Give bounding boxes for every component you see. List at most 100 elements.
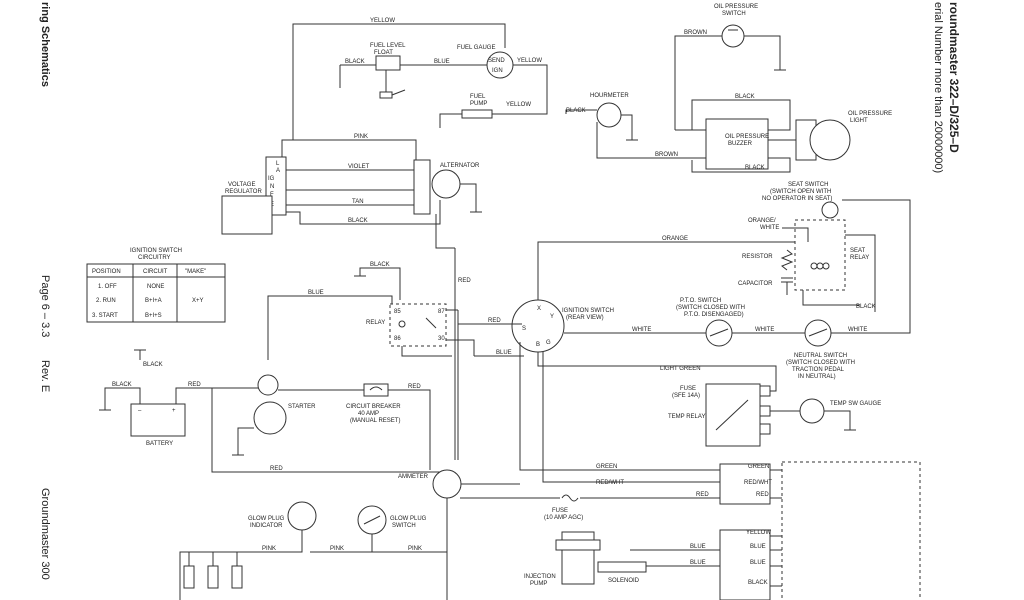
svg-text:B: B (536, 342, 540, 348)
serial-subtitle: erial Number more than 20000000) (932, 2, 944, 173)
svg-text:GLOW PLUG: GLOW PLUG (390, 516, 427, 522)
svg-text:OIL PRESSURE: OIL PRESSURE (725, 134, 769, 140)
hourmeter: HOURMETER BLACK BROWN (565, 93, 680, 159)
svg-text:SEAT SWITCH: SEAT SWITCH (788, 182, 828, 188)
svg-text:INJECTION: INJECTION (524, 574, 556, 580)
seat-switch-relay: SEAT SWITCH (SWITCH OPEN WITH NO OPERATO… (738, 182, 876, 312)
svg-text:TRACTION PEDAL: TRACTION PEDAL (792, 367, 845, 373)
svg-text:RESISTOR: RESISTOR (742, 254, 773, 260)
fuel-circuit: YELLOW FUEL LEVEL FLOAT BLACK BLUE FUEL … (292, 18, 548, 128)
svg-text:RELAY: RELAY (850, 255, 869, 261)
oil-pressure-circuit: OIL PRESSURE SWITCH BROWN OIL PRESSURE B… (674, 4, 892, 173)
svg-text:LIGHT GREEN: LIGHT GREEN (660, 366, 701, 372)
circuit-breaker: CIRCUIT BREAKER 40 AMP (MANUAL RESET) RE… (346, 383, 431, 470)
glow-plug-circuit: GLOW PLUG INDICATOR GLOW PLUG SWITCH PIN… (179, 501, 447, 600)
svg-text:BLUE: BLUE (496, 350, 512, 356)
footer-model-title: Groundmaster 300 (39, 488, 51, 580)
table-cell: B+I+A (145, 298, 162, 304)
svg-text:RED: RED (458, 278, 471, 284)
svg-text:BLACK: BLACK (856, 304, 876, 310)
right-side-labels: roundmaster 322–D/325–D erial Number mor… (932, 2, 961, 173)
svg-text:GREEN: GREEN (748, 464, 769, 470)
svg-text:RELAY: RELAY (366, 320, 385, 326)
svg-text:30: 30 (438, 336, 445, 342)
left-section-title: ring Schematics (39, 2, 51, 87)
pto-switch: P.T.O. SWITCH (SWITCH CLOSED WITH P.T.O.… (676, 298, 745, 347)
svg-text:87: 87 (438, 309, 445, 315)
svg-text:AMMETER: AMMETER (398, 474, 429, 480)
svg-text:BLUE: BLUE (750, 560, 766, 566)
battery: BLACK BATTERY – + BLACK RED (99, 349, 260, 447)
page-number: Page 6 – 3.3 (39, 275, 51, 337)
svg-text:PINK: PINK (262, 546, 276, 552)
svg-text:(SWITCH CLOSED WITH: (SWITCH CLOSED WITH (676, 305, 745, 311)
svg-text:ORANGE: ORANGE (662, 236, 688, 242)
neutral-switch: NEUTRAL SWITCH (SWITCH CLOSED WITH TRACT… (786, 319, 855, 380)
svg-text:RED: RED (270, 466, 283, 472)
svg-text:FUEL LEVEL: FUEL LEVEL (370, 43, 406, 49)
svg-text:FUEL GAUGE: FUEL GAUGE (457, 45, 495, 51)
svg-text:40 AMP: 40 AMP (358, 411, 379, 417)
svg-text:IGN: IGN (492, 68, 503, 74)
svg-text:CAPACITOR: CAPACITOR (738, 281, 773, 287)
svg-text:86: 86 (394, 336, 401, 342)
svg-text:BROWN: BROWN (655, 152, 678, 158)
svg-text:(SWITCH CLOSED WITH: (SWITCH CLOSED WITH (786, 360, 855, 366)
svg-text:BLACK: BLACK (566, 108, 586, 114)
svg-text:(SWITCH OPEN WITH: (SWITCH OPEN WITH (770, 189, 831, 195)
svg-text:(SFE 14A): (SFE 14A) (672, 393, 700, 399)
svg-text:S: S (522, 326, 526, 332)
svg-text:ORANGE/: ORANGE/ (748, 218, 776, 224)
svg-text:BLACK: BLACK (745, 165, 765, 171)
svg-text:BLACK: BLACK (735, 94, 755, 100)
svg-text:Y: Y (550, 314, 554, 320)
temp-relay-circuit: LIGHT GREEN FUSE (SFE 14A) TEMP RELAY TE… (660, 365, 881, 447)
svg-text:IGNITION SWITCH: IGNITION SWITCH (562, 308, 614, 314)
svg-text:WHITE: WHITE (760, 225, 779, 231)
svg-text:PUMP: PUMP (530, 581, 547, 587)
svg-text:SEAT: SEAT (850, 248, 866, 254)
svg-text:VOLTAGE: VOLTAGE (228, 182, 255, 188)
svg-text:BLACK: BLACK (748, 580, 768, 586)
svg-text:YELLOW: YELLOW (746, 530, 771, 536)
svg-text:PINK: PINK (354, 134, 368, 140)
connector-block: GREEN GREEN RED/WHT RED/WHT RED RED FUSE… (460, 461, 921, 600)
svg-text:–: – (138, 408, 142, 414)
svg-text:YELLOW: YELLOW (517, 58, 542, 64)
svg-text:BROWN: BROWN (684, 30, 707, 36)
svg-text:FLOAT: FLOAT (374, 50, 393, 56)
svg-text:WHITE: WHITE (632, 327, 651, 333)
svg-text:NO OPERATOR IN SEAT): NO OPERATOR IN SEAT) (762, 196, 832, 202)
svg-text:SEND: SEND (488, 58, 505, 64)
svg-text:PUMP: PUMP (470, 101, 487, 107)
svg-text:TEMP RELAY: TEMP RELAY (668, 414, 705, 420)
svg-text:BUZZER: BUZZER (728, 141, 753, 147)
svg-text:FUSE: FUSE (552, 508, 568, 514)
svg-text:FUSE: FUSE (680, 386, 696, 392)
svg-text:G: G (546, 340, 551, 346)
svg-text:P.T.O. SWITCH: P.T.O. SWITCH (680, 298, 721, 304)
svg-text:SWITCH: SWITCH (722, 11, 746, 17)
svg-text:RED: RED (488, 318, 501, 324)
svg-text:VIOLET: VIOLET (348, 164, 370, 170)
left-side-labels: ring Schematics Page 6 – 3.3 Rev. E Grou… (39, 2, 51, 580)
svg-text:P.T.O. DISENGAGED): P.T.O. DISENGAGED) (684, 312, 744, 318)
svg-text:RED: RED (408, 384, 421, 390)
starter-relay: BLACK RELAY 85 86 87 30 BLUE (267, 262, 475, 360)
table-cell: 2. RUN (96, 298, 116, 304)
svg-text:BLUE: BLUE (690, 544, 706, 550)
svg-text:PINK: PINK (408, 546, 422, 552)
ammeter: AMMETER (398, 469, 520, 600)
svg-text:BLUE: BLUE (434, 59, 450, 65)
model-title: roundmaster 322–D/325–D (947, 2, 961, 153)
svg-text:BATTERY: BATTERY (146, 441, 173, 447)
svg-text:NEUTRAL SWITCH: NEUTRAL SWITCH (794, 353, 847, 359)
svg-text:STARTER: STARTER (288, 404, 316, 410)
svg-text:(10 AMP AGC): (10 AMP AGC) (544, 515, 583, 521)
svg-text:(MANUAL RESET): (MANUAL RESET) (350, 418, 400, 424)
svg-text:TAN: TAN (352, 199, 364, 205)
svg-text:YELLOW: YELLOW (506, 102, 531, 108)
table-header: POSITION (92, 269, 121, 275)
svg-text:WHITE: WHITE (755, 327, 774, 333)
